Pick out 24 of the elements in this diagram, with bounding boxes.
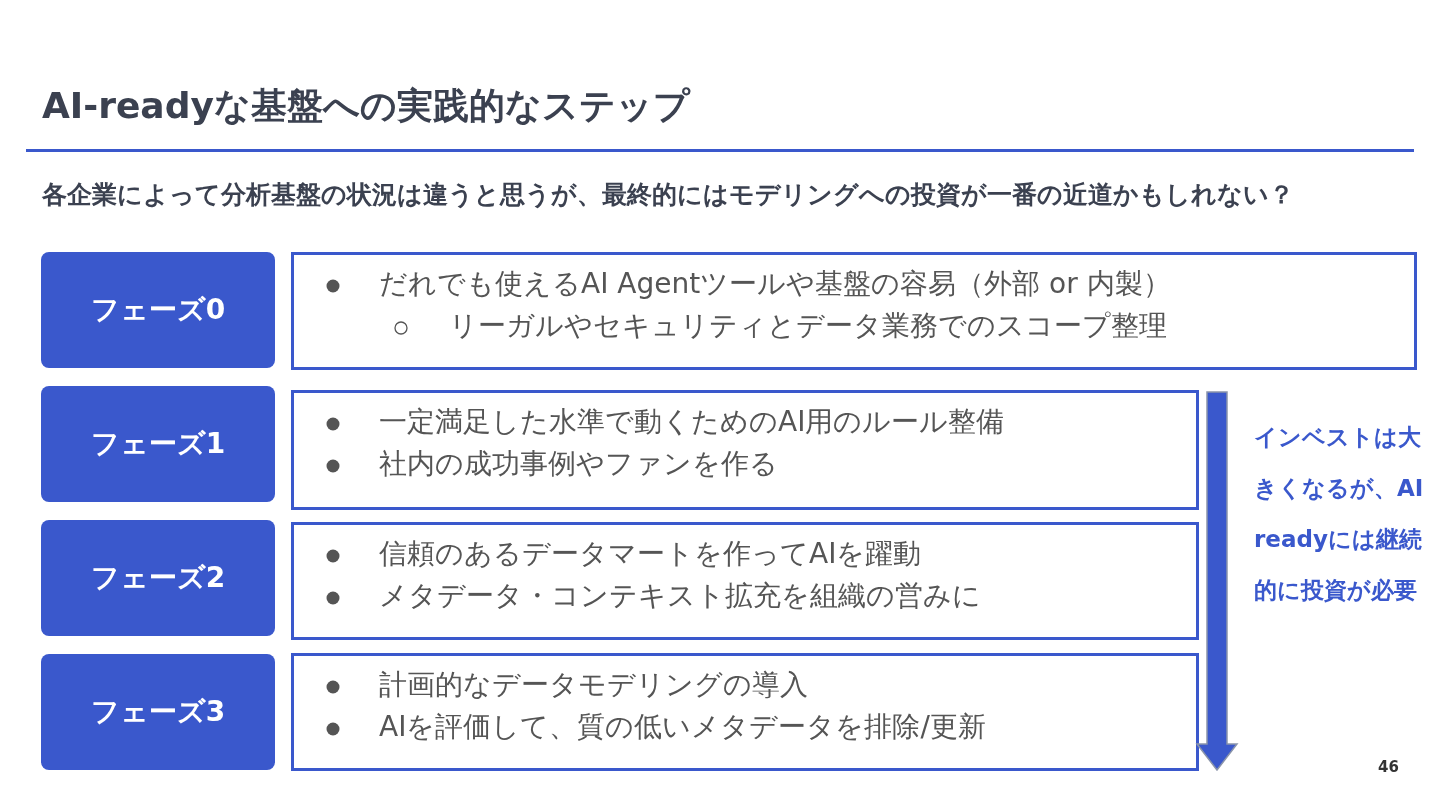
content-box (291, 522, 1199, 640)
slide-title: AI-readyな基盤への実践的なステップ (42, 84, 690, 128)
phase-box (41, 520, 275, 636)
phase-box (41, 386, 275, 502)
bullet-text: 信頼のあるデータマートを作ってAIを躍動 (379, 536, 922, 572)
content-box (291, 390, 1199, 510)
phase-label: フェーズ3 (90, 694, 226, 730)
bullet-text: 社内の成功事例やファンを作る (379, 446, 778, 482)
phase-box (41, 654, 275, 770)
phase-label: フェーズ1 (90, 426, 226, 462)
bullet-text: リーガルやセキュリティとデータ業務でのスコープ整理 (449, 308, 1167, 344)
page-number: 46 (1378, 758, 1399, 776)
bullet-text: だれでも使えるAI Agentツールや基盤の容易（外部 or 内製） (379, 266, 1171, 302)
phase-label: フェーズ0 (90, 292, 226, 328)
content-box (291, 653, 1199, 771)
phase-box (41, 252, 275, 368)
bullet-text: 計画的なデータモデリングの導入 (379, 667, 808, 703)
subtitle-text: 各企業によって分析基盤の状況は違うと思うが、最終的にはモデリングへの投資が一番の近道かもしれない？ (42, 179, 1294, 211)
bullet-text: メタデータ・コンテキスト拡充を組織の営みに (379, 578, 981, 614)
bullet-text: AIを評価して、質の低いメタデータを排除/更新 (379, 709, 986, 745)
phase-label: フェーズ2 (90, 560, 226, 596)
bullet-text: 一定満足した水準で動くためのAI用のルール整備 (379, 404, 1005, 440)
content-box (291, 252, 1417, 370)
side-note: インベストは大きくなるが、AI readyには継続的に投資が必要 (1254, 423, 1425, 605)
